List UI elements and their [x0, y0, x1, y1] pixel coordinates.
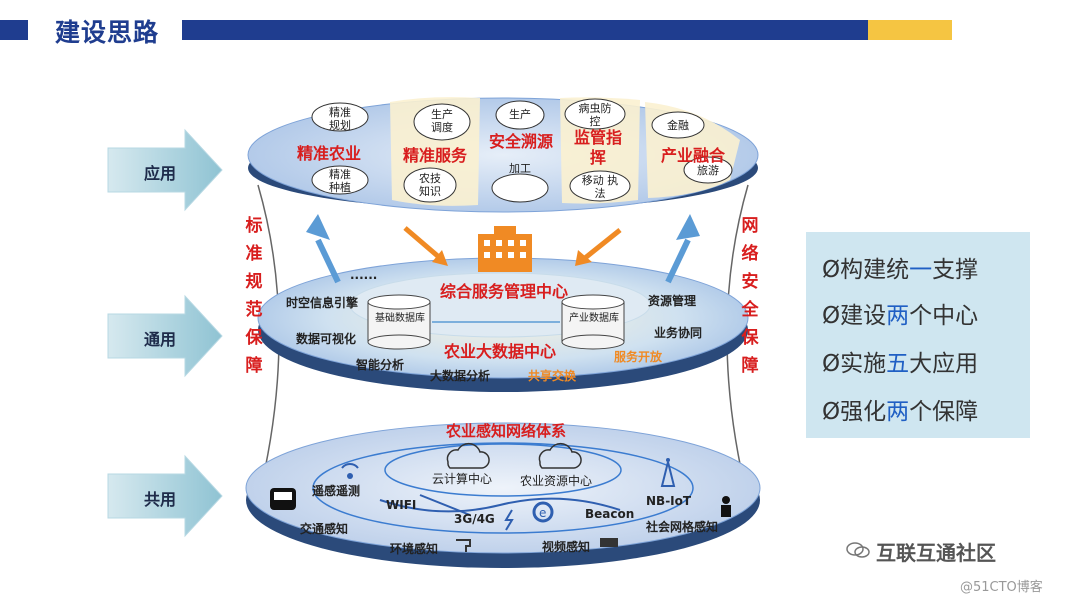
up-arrow-right: [665, 214, 700, 284]
db-label-basic: 基础数据库: [375, 313, 425, 324]
orange-arrow-left: [403, 226, 442, 260]
summary-item-3: Ø实施五大应用: [822, 351, 979, 377]
summary-item-1: Ø构建统一支撑: [822, 257, 979, 283]
label-agri-resource: 农业资源中心: [520, 474, 593, 488]
label-big-data: 大数据分析: [430, 369, 491, 383]
label-wifi: WIFI: [386, 498, 417, 512]
section-traceability: 安全溯源: [488, 132, 553, 151]
label-visualization: 数据可视化: [296, 332, 357, 346]
header-bar-accent: [868, 20, 952, 40]
item-processing: 加工: [509, 162, 531, 175]
item-finance: 金融: [667, 119, 689, 132]
lightning-icon: [504, 509, 514, 531]
building-icon: [478, 226, 532, 272]
label-beacon: Beacon: [585, 507, 635, 521]
arrow-shared: [107, 454, 223, 538]
faucet-icon: [456, 539, 471, 552]
orange-arrow-right: [583, 228, 622, 260]
layer-label-common: 通用: [143, 330, 176, 349]
perception-title: 农业感知网络体系: [445, 422, 566, 440]
label-smart-analysis: 智能分析: [356, 358, 405, 372]
db-label-industry: 产业数据库: [569, 313, 619, 324]
page-title: 建设思路: [55, 18, 160, 47]
tower-icon: [660, 458, 676, 487]
arrow-app: [107, 128, 223, 212]
ie-icon: e: [532, 501, 554, 523]
center-title: 综合服务管理中心: [439, 282, 568, 301]
watermark-site: @51CTO博客: [960, 580, 1043, 595]
layer-label-shared: 共用: [143, 490, 176, 509]
label-traffic: 交通感知: [300, 522, 349, 536]
item-pest-control: 病虫防控: [578, 102, 612, 128]
section-supervision: 监管指挥: [573, 128, 622, 167]
layer-label-app: 应用: [143, 164, 176, 183]
header-bar: [182, 20, 868, 40]
section-precision-agri: 精准农业: [296, 144, 361, 163]
section-industry-fusion: 产业融合: [660, 146, 725, 165]
label-social-grid: 社会网格感知: [646, 520, 719, 534]
antenna-icon: [341, 463, 359, 479]
label-service-open: 服务开放: [614, 350, 663, 364]
label-cloud-compute: 云计算中心: [432, 472, 493, 486]
item-production: 生产: [509, 108, 531, 121]
database-icon-left: [367, 294, 431, 350]
section-precision-service: 精准服务: [402, 146, 467, 165]
label-video: 视频感知: [542, 540, 591, 554]
right-vertical-label: 网络安 全保障: [741, 216, 759, 376]
label-remote-sensing: 遥感遥测: [312, 484, 361, 498]
label-spatial-engine: 时空信息引擎: [286, 296, 359, 310]
person-icon: [721, 496, 731, 517]
label-share-exchange: 共享交换: [528, 369, 577, 383]
label-nbiot: NB-IoT: [646, 494, 692, 508]
header-bar-left: [0, 20, 28, 40]
item-precision-planning: 精准规划: [329, 106, 351, 132]
item-tourism: 旅游: [697, 164, 719, 177]
dots: ......: [350, 268, 378, 282]
summary-item-2: Ø建设两个中心: [822, 303, 979, 329]
wechat-icon: [846, 540, 870, 560]
summary-panel: Ø构建统一支撑 Ø建设两个中心 Ø实施五大应用 Ø强化两个保障: [806, 232, 1030, 438]
up-arrow-left: [306, 214, 341, 284]
label-biz-collab: 业务协同: [654, 326, 703, 340]
top-ring: [247, 97, 759, 213]
data-center-title: 农业大数据中心: [443, 342, 556, 361]
bottom-ring: [245, 422, 761, 568]
label-3g4g: 3G/4G: [454, 512, 495, 526]
item-mobile-enforcement: 移动 执法: [581, 174, 619, 200]
camera-icon: [600, 538, 618, 547]
database-icon-right: [561, 294, 625, 350]
svg-text:e: e: [539, 506, 546, 520]
left-vertical-label: 标准规 范保障: [245, 216, 263, 376]
item-precision-planting: 精准种植: [329, 168, 351, 194]
item-agri-knowledge: 农技知识: [419, 172, 441, 198]
item-production-dispatch: 生产调度: [431, 108, 453, 134]
watermark-brand: 互联互通社区: [876, 541, 996, 565]
bus-icon: [270, 488, 296, 510]
cloud-icon-left: [446, 442, 490, 469]
summary-item-4: Ø强化两个保障: [822, 399, 979, 425]
cloud-icon-right: [538, 442, 582, 469]
label-environment: 环境感知: [390, 542, 439, 556]
label-resource-mgmt: 资源管理: [648, 294, 697, 308]
arrow-common: [107, 294, 223, 378]
